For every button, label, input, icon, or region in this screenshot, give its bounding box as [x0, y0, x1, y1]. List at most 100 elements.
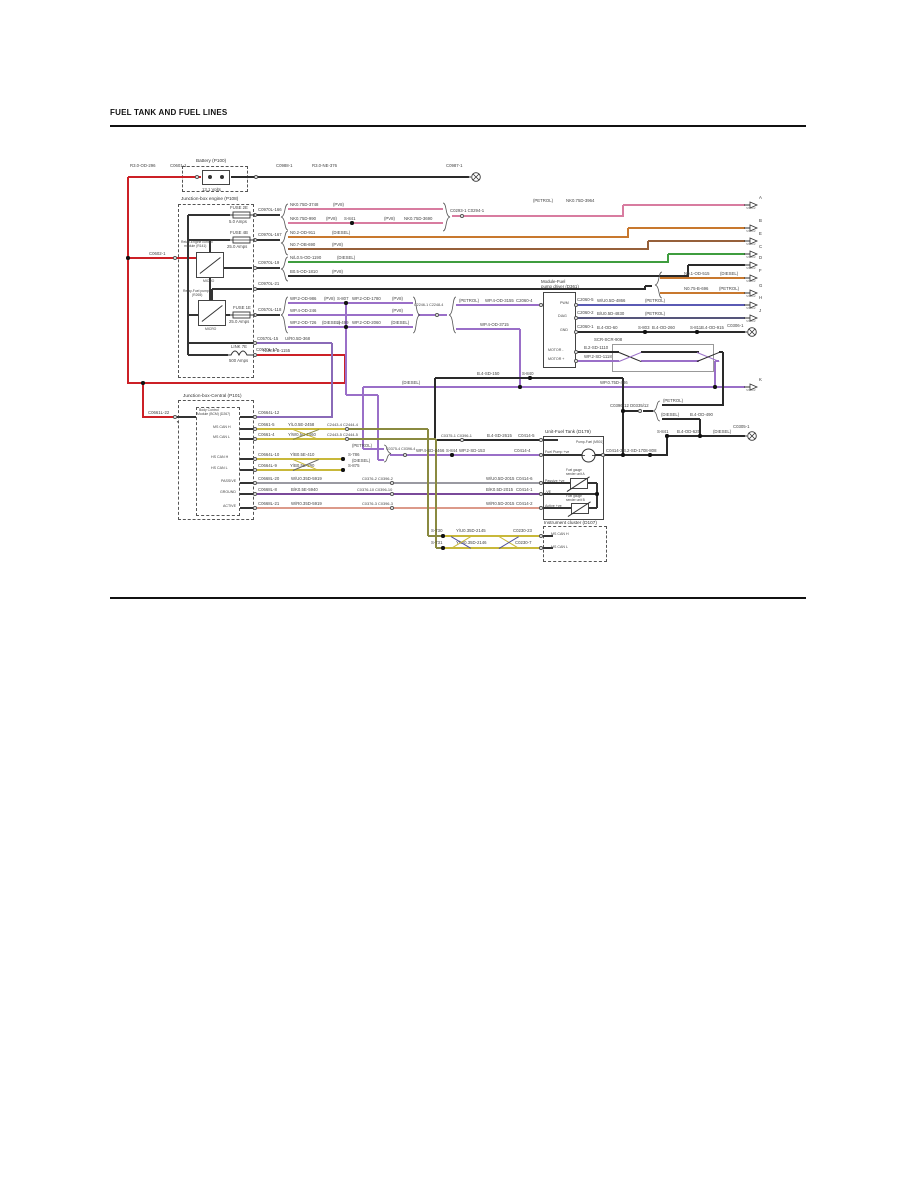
wire-label: (PETROL) — [645, 311, 666, 316]
wire-label: B.4-SD-2615 — [487, 433, 512, 438]
wire-label: Unit-Fuel Tank (D179) — [545, 429, 591, 434]
wire-label: (PV8) — [392, 296, 403, 301]
wire-label: S-841 — [657, 429, 669, 434]
brace — [412, 296, 421, 334]
wire-segment — [288, 314, 413, 316]
wire-label: C0668L-20 — [258, 476, 280, 481]
wire-label: DIAG — [558, 314, 567, 318]
wire-label: MICRO — [203, 279, 215, 283]
pump-motor-icon — [581, 448, 595, 462]
wire-label: C0570L-15 — [257, 336, 279, 341]
wire-label: C0414-1 — [516, 487, 533, 492]
wire-segment — [240, 416, 253, 418]
wire-segment — [240, 438, 253, 440]
wire-label: N0.7-OB-690 — [290, 242, 316, 247]
wire-label: C0970L-19 — [258, 260, 280, 265]
wire-label: WP.2-OD-2060 — [352, 320, 381, 325]
wire-label: C0661-5 — [258, 422, 275, 427]
wire-label: WP.2-SD-1118 — [584, 354, 612, 359]
splice-dot — [695, 330, 699, 334]
wire-segment — [699, 419, 701, 437]
wire-label: C0661L-22 — [148, 410, 170, 415]
wire-label: Pump-Fuel (M501) — [576, 440, 604, 444]
wire-label: Fuel gauge — [566, 494, 582, 498]
wire-segment — [188, 342, 253, 344]
wire-segment — [719, 351, 723, 353]
wire-segment — [212, 288, 252, 290]
connector-circle — [573, 329, 579, 335]
sheet-ref-letter: C — [759, 244, 763, 249]
splice-dot — [621, 453, 625, 457]
connector-circle — [252, 286, 258, 292]
wire-label: NU5.0-B-1155 — [263, 348, 291, 353]
connector-circle — [538, 480, 544, 486]
wire-label: FUSE 4B — [230, 230, 248, 235]
wire-label: sender unit A — [566, 472, 585, 476]
wire-label: C0988-1 — [276, 163, 293, 168]
wire-segment — [363, 448, 384, 450]
wire-segment — [362, 387, 364, 449]
wire-label: 500 Amps — [229, 358, 249, 363]
fuel-tank-box — [543, 436, 604, 520]
wire-label: S-807 — [337, 296, 349, 301]
sheet-ref-text: Sheet2 — [746, 388, 756, 392]
wire-label: C0376-2 C0396-2 — [362, 476, 393, 481]
splice-dot — [665, 434, 669, 438]
wire-segment — [543, 493, 597, 495]
wire-segment — [257, 481, 540, 485]
wire-segment — [623, 204, 745, 206]
connector-circle — [194, 174, 200, 180]
wire-segment — [667, 435, 745, 437]
wire-label: C0230-23 — [513, 528, 532, 533]
wire-segment — [240, 482, 253, 484]
wire-segment — [345, 303, 347, 395]
wire-segment — [641, 360, 699, 362]
wire-label: S-803 — [638, 325, 650, 330]
wire-segment — [257, 506, 540, 510]
wire-segment — [660, 277, 745, 279]
wire-segment — [257, 239, 280, 241]
wire-label: (PV8) — [332, 242, 343, 247]
wire-segment — [349, 438, 436, 440]
splice-dot — [518, 385, 522, 389]
ground-icon — [468, 172, 481, 182]
wire-segment — [288, 261, 668, 263]
sheet-ref-letter: D — [759, 255, 763, 260]
sheet-ref-text: Sheet2 — [746, 279, 756, 283]
wire-segment — [427, 429, 429, 536]
connector-circle — [252, 340, 258, 346]
wire-segment — [443, 547, 540, 549]
wire-label: Junction-box engine (P108) — [181, 196, 239, 201]
wire-label: FUSE 1E — [233, 305, 251, 310]
sheet-ref-letter: E — [759, 231, 762, 236]
splice-dot — [713, 385, 717, 389]
wire-segment — [288, 248, 648, 250]
connector-circle — [573, 302, 579, 308]
wire-segment — [257, 214, 280, 216]
wire-label: C0664L-10 — [258, 452, 280, 457]
connector-circle — [252, 456, 258, 462]
wire-label: 13.1 Volts — [202, 187, 221, 192]
connector-circle — [252, 265, 258, 271]
wire-segment — [240, 458, 253, 460]
connector-circle — [538, 302, 544, 308]
brace — [280, 256, 289, 282]
splice-dot — [344, 325, 348, 329]
wire-label: Instrument cluster (D107) — [544, 520, 597, 525]
wire-segment — [543, 482, 570, 484]
junction-box-engine — [178, 204, 254, 378]
sheet-ref-letter: H — [759, 295, 763, 300]
wire-segment — [240, 428, 253, 430]
wire-label: MS CAN L — [551, 545, 568, 549]
battery-bracket — [182, 166, 248, 192]
wire-segment — [434, 378, 436, 440]
connector-circle — [538, 545, 544, 551]
connector-circle — [252, 467, 258, 473]
wire-label: C0414-5 — [518, 433, 535, 438]
wire-segment — [363, 386, 715, 388]
wire-label: C0570L-118 — [258, 307, 282, 312]
wire-label: WP.0.75D-486 — [600, 380, 628, 385]
connector-circle — [344, 426, 350, 432]
wire-label: C0230-7 — [515, 540, 532, 545]
wire-label: C2060-2 — [577, 310, 594, 315]
